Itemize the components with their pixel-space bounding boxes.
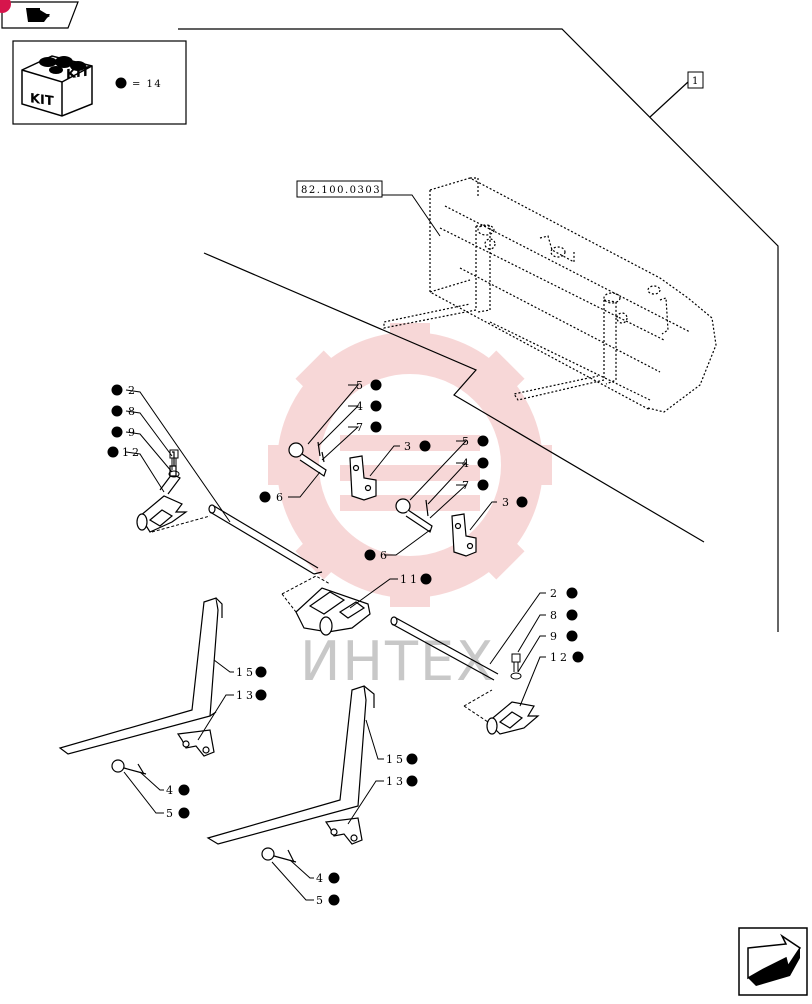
kit-bullet-icon [107,446,119,458]
kit-bullet-icon [111,426,123,438]
callout-15: 15 [236,666,256,679]
hook-bracket-left [136,451,188,533]
kit-bullet-icon [477,457,489,469]
phantom-line-left [151,515,211,533]
assembly-ref-label: 82.100.0303 [301,185,381,196]
phantom-line-center [281,575,331,613]
kit-bullet-icon [111,384,123,396]
plate-upper [349,455,377,501]
callout-4: 4 [166,784,176,797]
reference-leader-lines [178,28,779,632]
center-coupler [295,587,371,636]
callout-labels: 2 8 9 12 5 4 7 6 3 5 4 7 3 6 11 2 8 9 12… [122,379,570,907]
callout-5: 5 [316,894,326,907]
kit-label-right: KIT [66,64,90,82]
plate-lower [451,513,477,557]
callout-8: 8 [550,609,560,622]
callout-7: 7 [462,479,472,492]
fork-clip-left [176,729,215,757]
kit-bullet-icon [111,405,123,417]
callout-2: 2 [550,587,560,600]
callout-13: 13 [386,775,406,788]
callout-9: 9 [128,426,138,439]
callout-6: 6 [380,549,390,562]
next-page-arrow-icon[interactable] [747,933,802,986]
bucket-frame-drawing [383,177,717,413]
kit-bullet-icon [572,651,584,663]
callout-2: 2 [128,384,138,397]
bottom-nav-button[interactable] [738,927,808,996]
callout-12: 12 [122,446,142,459]
kit-bullet-icon [406,775,418,787]
callout-15: 15 [386,753,406,766]
ref-1-label: 1 [692,76,700,87]
kit-bullet-icon [566,587,578,599]
callout-6: 6 [276,491,286,504]
kit-bullet-icon [328,894,340,906]
kit-box-icon: KIT KIT [21,55,93,117]
kit-bullet-icon [259,491,271,503]
kit-bullet-icon [477,435,489,447]
kit-bullet-icon [370,421,382,433]
callout-7: 7 [356,421,366,434]
fork-left [58,597,223,755]
kit-bullet-icon [420,573,432,585]
fork-right [206,685,375,845]
bolt-right [510,653,522,680]
callout-12: 12 [550,651,570,664]
callout-11: 11 [400,573,420,586]
kit-legend-box: KIT KIT = 14 [12,40,187,125]
page-badge [0,0,11,13]
kit-bullet-icon [419,440,431,452]
kit-bullet-icon [406,753,418,765]
kit-bullet-icon [516,496,528,508]
kit-bullet-icon [115,77,127,89]
callout-8: 8 [128,405,138,418]
callout-4: 4 [356,400,366,413]
callout-9: 9 [550,630,560,643]
callout-leaders [123,384,546,901]
kit-bullet-icon [364,549,376,561]
assembly-ref-box: 82.100.0303 [296,180,441,237]
kit-label-left: KIT [30,91,54,109]
rod-right [390,616,499,681]
rod-left [208,504,323,575]
callout-5: 5 [356,379,366,392]
kit-bullet-icon [255,666,267,678]
previous-page-arrow-icon[interactable] [26,8,50,22]
callout-4: 4 [316,872,326,885]
phantom-line-right [463,689,493,723]
kit-bullet-icon [255,689,267,701]
kit-bullet-icon [178,807,190,819]
pin-assembly-upper [288,441,327,477]
kit-bullet-icon [328,872,340,884]
kit-bullet-icon [370,400,382,412]
watermark-text: ИНТЕХ [300,630,495,693]
fork-pin-left [111,759,147,775]
hook-bracket-right [486,701,540,735]
kit-bullet-icon [566,630,578,642]
callout-5: 5 [462,435,472,448]
top-nav-tab[interactable] [0,0,79,29]
fork-clip-right [324,817,363,845]
callout-13: 13 [236,689,256,702]
kit-bullet-icon [477,479,489,491]
kit-bullets [107,379,584,906]
fork-pin-right [261,847,297,863]
callout-5: 5 [166,807,176,820]
callout-3: 3 [502,496,512,509]
kit-bullet-icon [370,379,382,391]
pin-assembly-lower [395,498,433,533]
kit-bullet-icon [178,784,190,796]
callout-4: 4 [462,457,472,470]
kit-bullet-icon [566,609,578,621]
callout-3: 3 [404,440,414,453]
kit-legend-text: = 14 [132,79,162,90]
ref-1-box: 1 [687,71,704,89]
